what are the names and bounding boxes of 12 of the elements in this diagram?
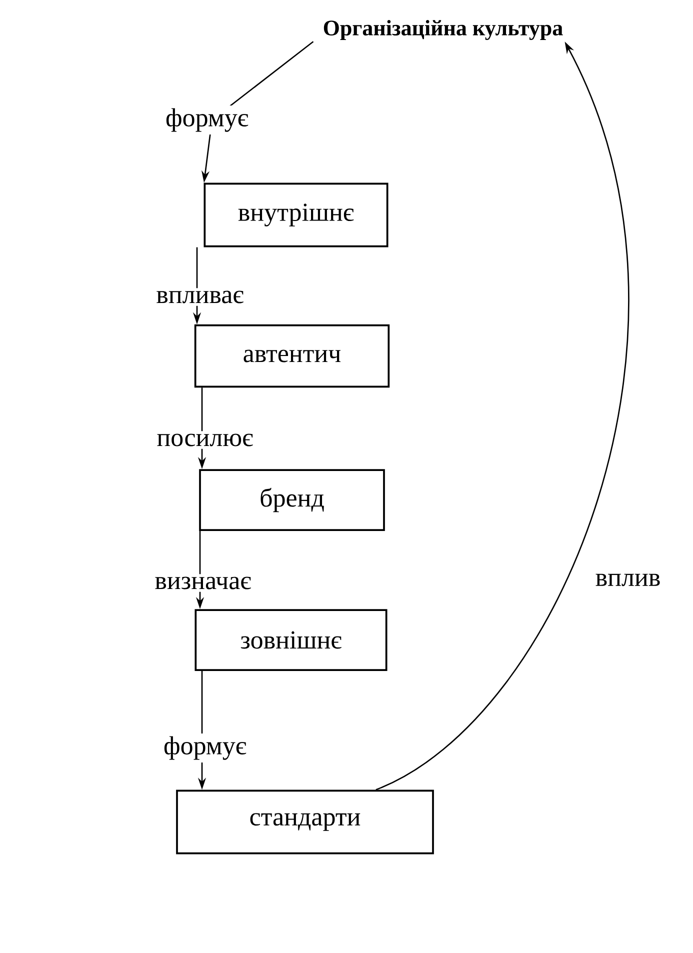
edge-label: впливає — [153, 288, 247, 306]
process-box: бренд — [199, 469, 385, 531]
edge-label: формує — [160, 734, 250, 762]
edge-label: визначає — [152, 574, 254, 592]
process-box: внутрішнє — [204, 182, 388, 248]
edge-label: вплив — [592, 571, 664, 589]
title-text: Організаційна культура — [324, 20, 563, 40]
edge-label: формує — [162, 106, 252, 134]
process-box: стандарти — [176, 790, 434, 854]
process-box: зовнішнє — [194, 609, 388, 671]
edge-label: посилює — [154, 431, 256, 449]
process-box: автентич — [194, 324, 390, 388]
